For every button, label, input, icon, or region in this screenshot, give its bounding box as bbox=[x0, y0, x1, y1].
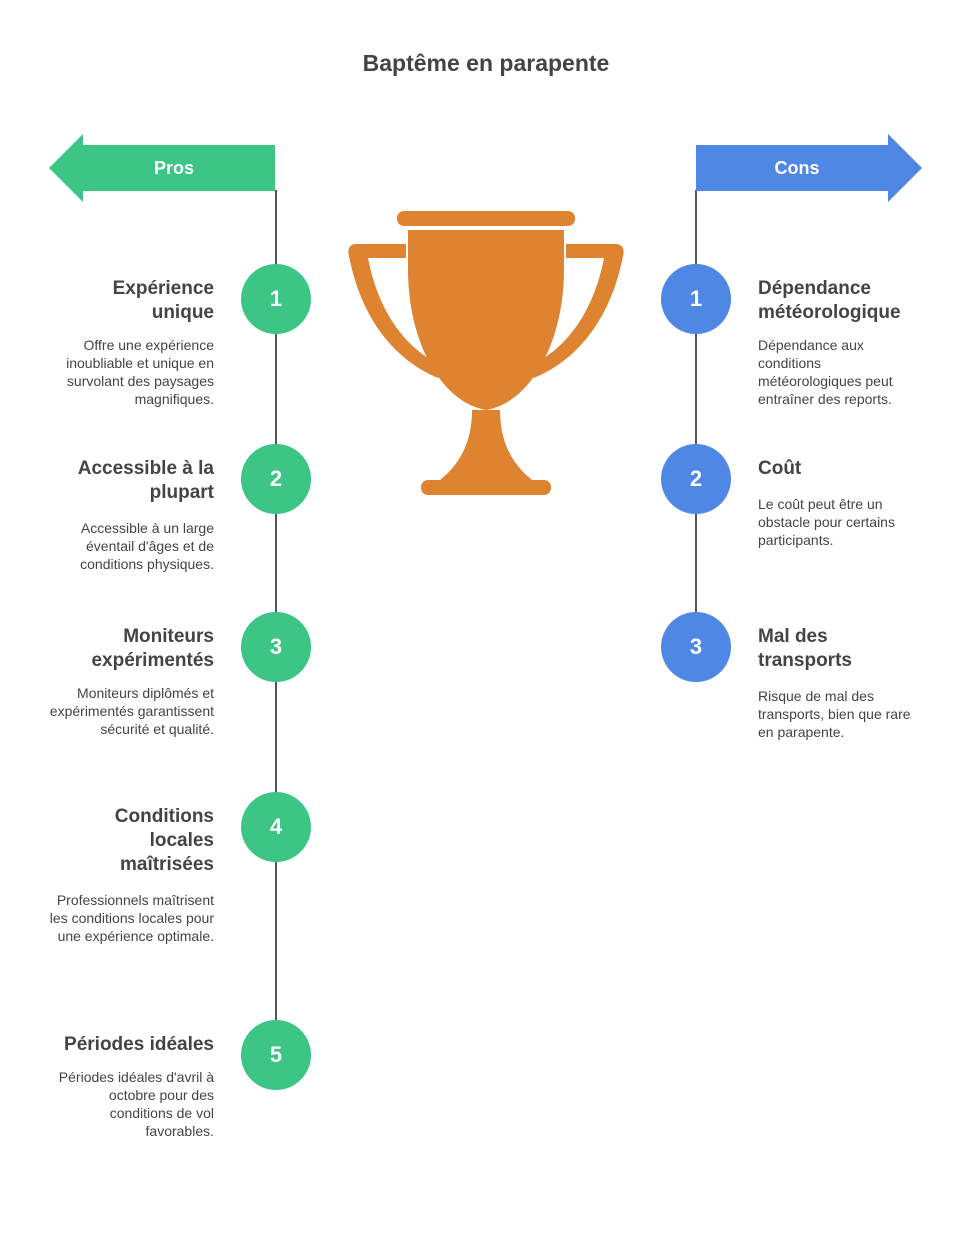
cons-item-title: Coût bbox=[758, 458, 802, 479]
cons-item-title: Mal des transports bbox=[758, 626, 852, 671]
pros-item-description: Accessible à un large éventail d'âges et… bbox=[80, 520, 214, 572]
pros-number-badge: 2 bbox=[241, 444, 311, 514]
pros-timeline-line bbox=[275, 190, 277, 1020]
pros-number-badge: 3 bbox=[241, 612, 311, 682]
cons-arrow: Cons bbox=[696, 134, 923, 202]
cons-number-badge: 2 bbox=[661, 444, 731, 514]
cons-item-description: Le coût peut être un obstacle pour certa… bbox=[758, 496, 895, 548]
pros-arrow: Pros bbox=[49, 134, 276, 202]
cons-label: Cons bbox=[774, 158, 820, 178]
cons-item-description: Dépendance aux conditions météorologique… bbox=[758, 337, 893, 407]
pros-number-badge: 4 bbox=[241, 792, 311, 862]
pros-item-title: Expérience unique bbox=[112, 278, 214, 323]
pros-item-description: Offre une expérience inoubliable et uniq… bbox=[66, 337, 214, 407]
pros-item-title: Périodes idéales bbox=[64, 1034, 214, 1055]
pros-item-description: Moniteurs diplômés et expérimentés garan… bbox=[49, 685, 214, 737]
diagram-title: Baptême en parapente bbox=[362, 50, 610, 76]
cons-item-title: Dépendance météorologique bbox=[758, 278, 901, 323]
arrow-left-icon bbox=[49, 134, 275, 202]
pros-item-title: Moniteurs expérimentés bbox=[91, 626, 214, 671]
cons-timeline-line bbox=[695, 190, 697, 615]
pros-number-badge: 5 bbox=[241, 1020, 311, 1090]
pros-label: Pros bbox=[153, 158, 195, 178]
pros-item-title: Conditions locales maîtrisées bbox=[114, 806, 214, 875]
pros-item-description: Professionnels maîtrisent les conditions… bbox=[49, 892, 214, 944]
pros-number-badge: 1 bbox=[241, 264, 311, 334]
cons-number-badge: 1 bbox=[661, 264, 731, 334]
cons-item-description: Risque de mal des transports, bien que r… bbox=[758, 688, 911, 740]
pros-item-title: Accessible à la plupart bbox=[77, 458, 214, 503]
arrow-right-icon bbox=[696, 134, 922, 202]
pros-item-description: Périodes idéales d'avril à octobre pour … bbox=[58, 1069, 214, 1139]
cons-number-badge: 3 bbox=[661, 612, 731, 682]
trophy-icon bbox=[346, 208, 626, 503]
